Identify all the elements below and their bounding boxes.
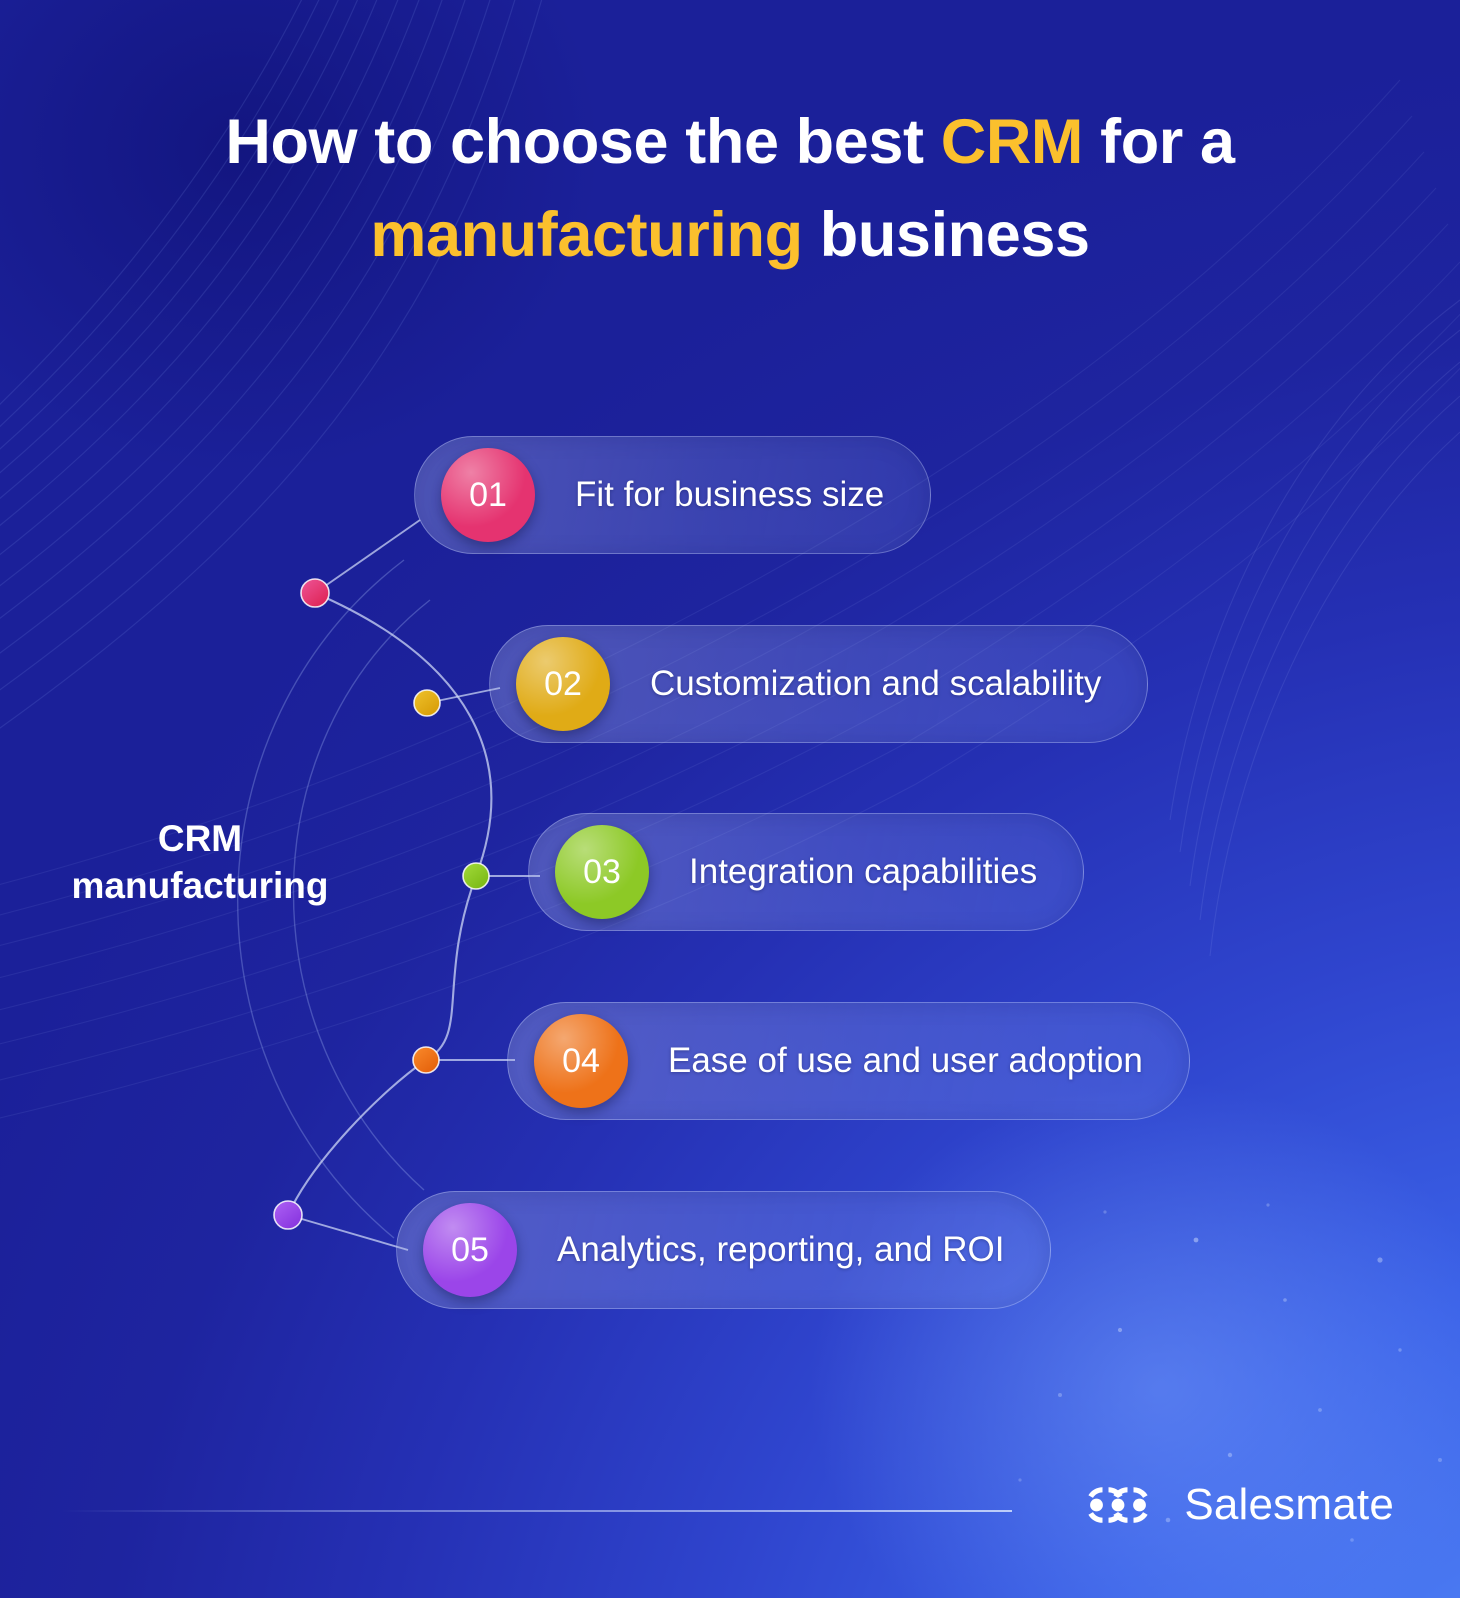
item-number-badge-01: 01 <box>441 448 535 542</box>
footer-divider <box>62 1510 1012 1512</box>
title-text-post: for a <box>1083 107 1235 177</box>
brand-wordmark: Salesmate <box>1184 1480 1394 1529</box>
item-label-05: Analytics, reporting, and ROI <box>557 1230 1005 1269</box>
item-number-badge-02: 02 <box>516 637 610 731</box>
list-item[interactable]: 02 Customization and scalability <box>489 625 1149 743</box>
root-label-line-2: manufacturing <box>71 865 329 907</box>
list-item[interactable]: 05 Analytics, reporting, and ROI <box>396 1191 1052 1309</box>
title-highlight-crm: CRM <box>940 107 1084 177</box>
title-highlight-manufacturing: manufacturing <box>370 200 803 271</box>
list-item[interactable]: 04 Ease of use and user adoption <box>507 1002 1190 1120</box>
item-pill-01[interactable]: 01 Fit for business size <box>414 436 932 554</box>
item-label-03: Integration capabilities <box>689 852 1038 891</box>
list-item[interactable]: 01 Fit for business size <box>414 436 932 554</box>
root-node-label: CRM manufacturing <box>0 815 400 910</box>
root-label-line-1: CRM <box>157 818 243 859</box>
title-line-1: How to choose the best CRM for a <box>225 107 1235 177</box>
item-number-badge-05: 05 <box>423 1203 517 1297</box>
item-pill-05[interactable]: 05 Analytics, reporting, and ROI <box>396 1191 1052 1309</box>
title-line-2: manufacturing business <box>370 200 1090 271</box>
item-label-01: Fit for business size <box>575 475 885 514</box>
item-number-badge-04: 04 <box>534 1014 628 1108</box>
item-number-badge-03: 03 <box>555 825 649 919</box>
item-label-04: Ease of use and user adoption <box>668 1041 1143 1080</box>
page-title: How to choose the best CRM for a manufac… <box>0 96 1460 282</box>
item-label-02: Customization and scalability <box>650 664 1102 703</box>
item-pill-02[interactable]: 02 Customization and scalability <box>489 625 1149 743</box>
salesmate-logo-icon <box>1088 1487 1148 1523</box>
item-pill-04[interactable]: 04 Ease of use and user adoption <box>507 1002 1190 1120</box>
brand-logo[interactable]: Salesmate <box>1086 1480 1394 1530</box>
title-text-business: business <box>802 200 1090 271</box>
item-pill-03[interactable]: 03 Integration capabilities <box>528 813 1085 931</box>
list-item[interactable]: 03 Integration capabilities <box>528 813 1085 931</box>
title-text-pre: How to choose the best <box>225 107 941 177</box>
